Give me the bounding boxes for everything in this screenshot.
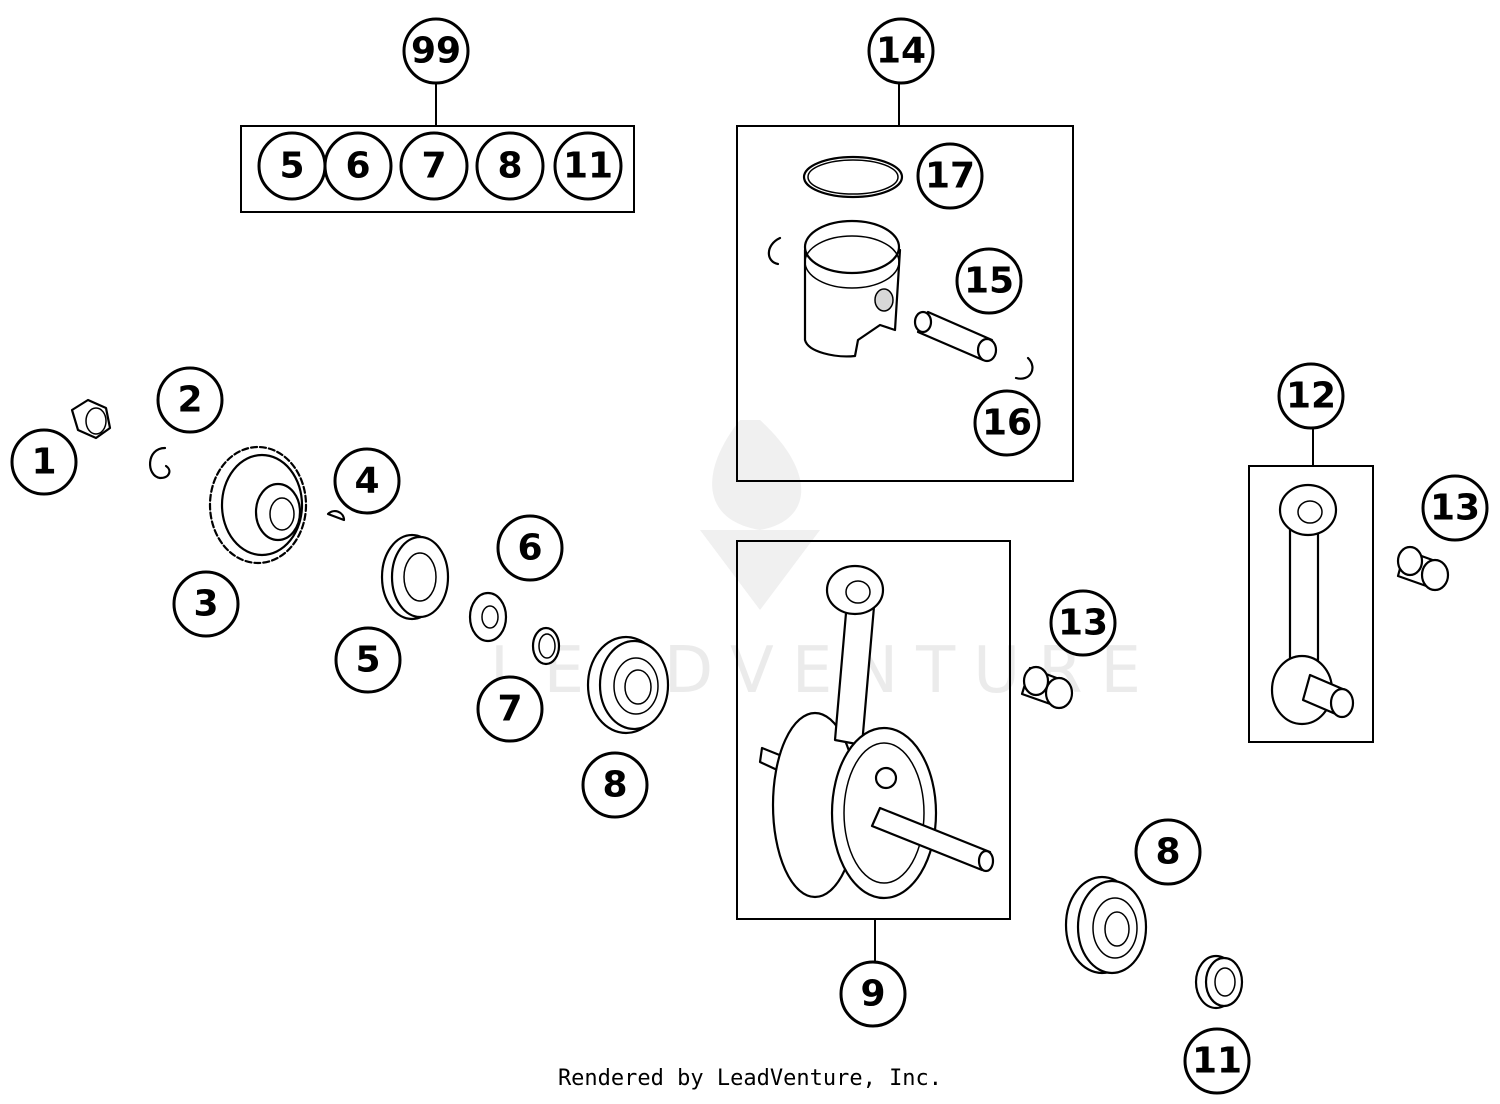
callout-4[interactable]: 4 (333, 447, 401, 515)
svg-text:8: 8 (497, 146, 522, 187)
circlip-left-icon (767, 236, 782, 266)
svg-text:8: 8 (1155, 832, 1180, 873)
nut-icon (70, 398, 112, 440)
svg-text:5: 5 (279, 146, 304, 187)
callout-15[interactable]: 15 (955, 247, 1023, 315)
svg-text:17: 17 (925, 156, 975, 197)
piston-pin-icon (913, 310, 998, 363)
callout-8-left[interactable]: 8 (581, 751, 649, 819)
callout-8-right[interactable]: 8 (1134, 818, 1202, 886)
piston-kit-group: 14 17 15 16 (736, 17, 1074, 482)
callout-16[interactable]: 16 (973, 389, 1041, 457)
needle-bearing-icon (1020, 665, 1074, 710)
svg-text:6: 6 (517, 528, 542, 569)
lock-washer-icon (149, 446, 171, 480)
shaft-seal-right-icon (1194, 954, 1244, 1010)
washer-icon (468, 591, 508, 643)
gear-icon (208, 445, 308, 565)
callout-11[interactable]: 11 (1183, 1027, 1251, 1095)
callout-17[interactable]: 17 (916, 142, 984, 210)
bearing-left-icon (586, 635, 670, 735)
svg-text:13: 13 (1058, 603, 1108, 644)
shaft-seal-icon (380, 533, 450, 621)
svg-text:5: 5 (355, 640, 380, 681)
footer-credit: Rendered by LeadVenture, Inc. (557, 1066, 943, 1091)
bearing-right-icon (1064, 875, 1148, 975)
svg-text:14: 14 (876, 31, 926, 72)
svg-text:2: 2 (177, 380, 202, 421)
callout-5[interactable]: 5 (334, 626, 402, 694)
callout-99[interactable]: 99 (402, 17, 470, 85)
crankshaft-group: 9 (736, 540, 1011, 1028)
svg-text:11: 11 (1192, 1041, 1242, 1082)
o-ring-icon (531, 626, 561, 666)
callout-12[interactable]: 12 (1277, 362, 1345, 430)
callout-7[interactable]: 7 (476, 675, 544, 743)
kit-99-item-11[interactable]: 11 (553, 131, 623, 201)
crankshaft-box (736, 540, 1011, 920)
callout-13-center[interactable]: 13 (1049, 589, 1117, 657)
kit-99-item-5[interactable]: 5 (257, 131, 327, 201)
kit-99-item-6[interactable]: 6 (323, 131, 393, 201)
kit-99-box (240, 125, 635, 213)
callout-13-right[interactable]: 13 (1421, 474, 1489, 542)
conrod-kit-box (1248, 465, 1374, 743)
svg-text:1: 1 (31, 442, 56, 483)
svg-text:15: 15 (964, 261, 1014, 302)
svg-text:99: 99 (411, 31, 461, 72)
circlip-right-icon (1014, 356, 1034, 380)
connecting-rod-icon (1270, 483, 1355, 726)
callout-1[interactable]: 1 (10, 428, 78, 496)
callout-14[interactable]: 14 (867, 17, 935, 85)
svg-text:16: 16 (982, 403, 1032, 444)
kit-99-item-8[interactable]: 8 (475, 131, 545, 201)
piston-kit-box (736, 125, 1074, 482)
piston-ring-icon (802, 155, 904, 199)
svg-text:6: 6 (345, 146, 370, 187)
conrod-kit-group: 12 (1248, 362, 1374, 743)
svg-text:8: 8 (602, 765, 627, 806)
svg-text:13: 13 (1430, 488, 1480, 529)
svg-text:4: 4 (354, 461, 379, 502)
svg-text:7: 7 (421, 146, 446, 187)
crankshaft-icon (758, 564, 995, 900)
needle-bearing-right-icon (1396, 545, 1450, 592)
callout-3[interactable]: 3 (172, 570, 240, 638)
kit-99-item-7[interactable]: 7 (399, 131, 469, 201)
piston-icon (803, 219, 902, 358)
svg-text:9: 9 (860, 974, 885, 1015)
svg-text:12: 12 (1286, 376, 1336, 417)
woodruff-key-icon (326, 510, 346, 522)
svg-text:11: 11 (563, 146, 613, 187)
callout-6[interactable]: 6 (496, 514, 564, 582)
callout-9[interactable]: 9 (839, 960, 907, 1028)
kit-99-group: 99 5 6 7 8 11 (240, 17, 635, 213)
svg-text:7: 7 (497, 689, 522, 730)
svg-text:3: 3 (193, 584, 218, 625)
callout-2[interactable]: 2 (156, 366, 224, 434)
